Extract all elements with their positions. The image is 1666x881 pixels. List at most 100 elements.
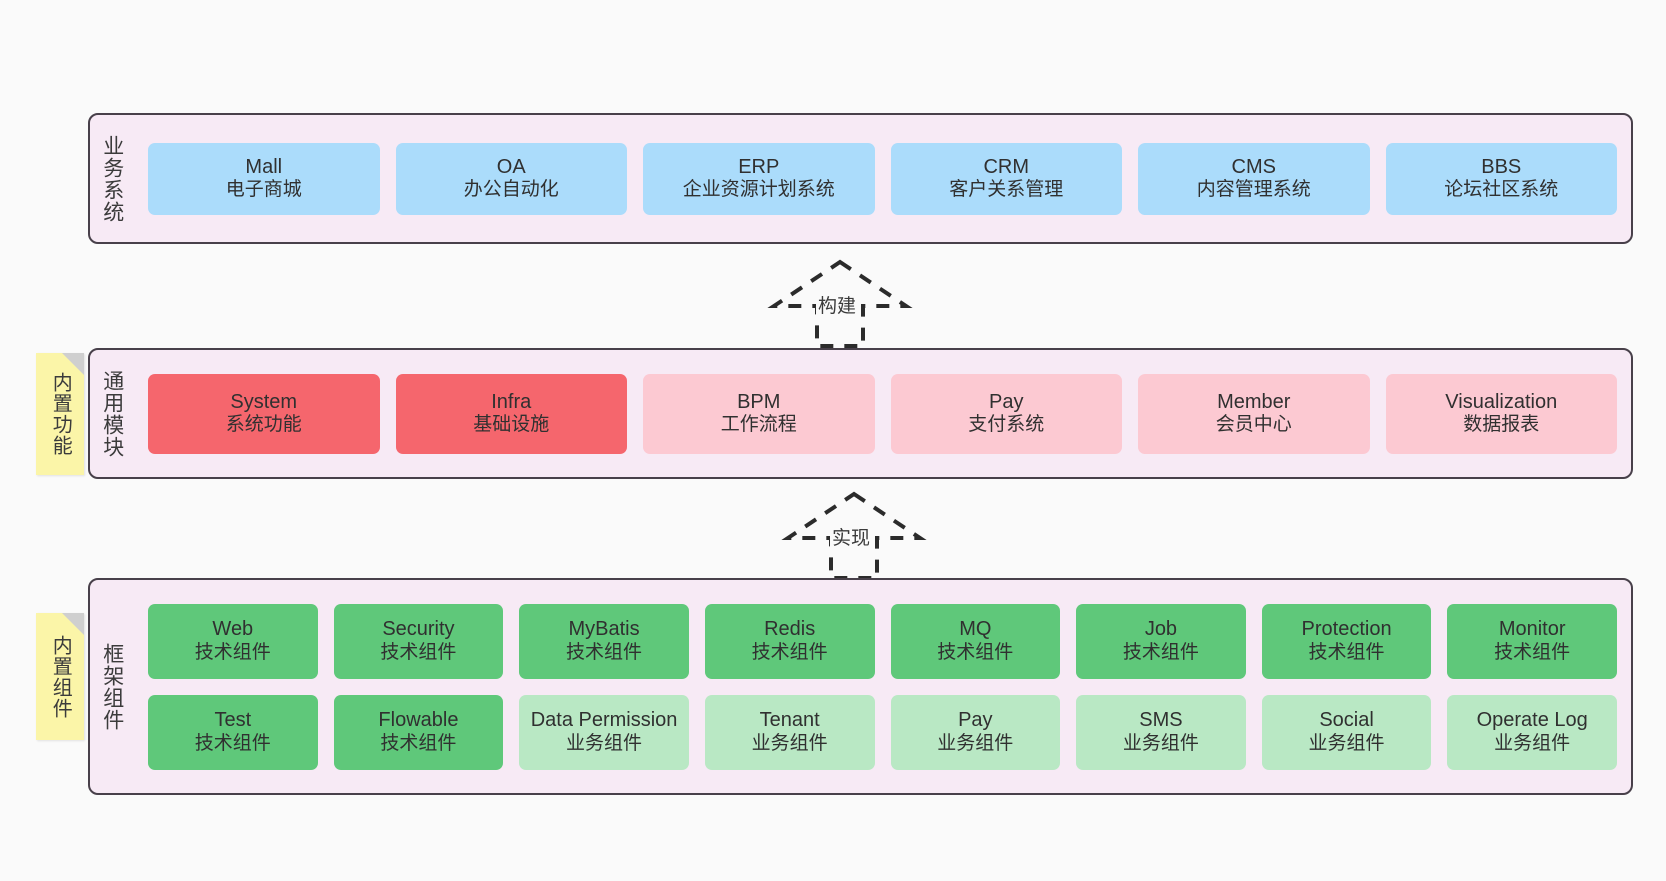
folded-corner-icon [62,353,84,375]
card-row: Test 技术组件 Flowable 技术组件 Data Permission … [148,694,1617,770]
card-title: System [230,390,298,413]
card-mq[interactable]: MQ 技术组件 [890,603,1061,679]
card-title: Web [212,618,254,640]
connector-implement: 实现 [766,490,942,580]
card-title: Protection [1301,618,1392,640]
connector-build: 构建 [752,258,928,348]
card-subtitle: 技术组件 [194,641,271,663]
card-subtitle: 客户关系管理 [949,179,1064,201]
card-erp[interactable]: ERP 企业资源计划系统 [643,142,875,215]
card-redis[interactable]: Redis 技术组件 [704,603,875,679]
card-title: Operate Log [1476,709,1588,731]
card-subtitle: 论坛社区系统 [1444,179,1559,201]
card-subtitle: 会员中心 [1215,414,1292,436]
card-subtitle: 技术组件 [1308,641,1385,663]
card-cms[interactable]: CMS 内容管理系统 [1138,142,1370,215]
card-subtitle: 技术组件 [937,641,1014,663]
card-subtitle: 基础设施 [473,414,550,436]
card-infra[interactable]: Infra 基础设施 [395,373,627,454]
card-subtitle: 企业资源计划系统 [682,179,835,201]
card-social[interactable]: Social 业务组件 [1261,694,1432,770]
card-subtitle: 业务组件 [566,732,643,754]
card-bpm[interactable]: BPM 工作流程 [643,373,875,454]
card-subtitle: 业务组件 [751,732,828,754]
card-subtitle: 办公自动化 [463,179,559,201]
card-row: Mall 电子商城 OA 办公自动化 ERP 企业资源计划系统 CRM 客户关系… [148,142,1617,215]
card-subtitle: 技术组件 [1122,641,1199,663]
card-title: BPM [737,390,781,413]
card-flowable[interactable]: Flowable 技术组件 [333,694,504,770]
card-subtitle: 业务组件 [1308,732,1385,754]
card-title: SMS [1139,709,1183,731]
card-row: System 系统功能 Infra 基础设施 BPM 工作流程 Pay 支付系统… [148,373,1617,454]
card-title: Redis [764,618,816,640]
card-subtitle: 技术组件 [751,641,828,663]
card-title: Test [214,709,252,731]
card-tenant[interactable]: Tenant 业务组件 [704,694,875,770]
card-title: Visualization [1445,390,1558,413]
card-subtitle: 电子商城 [225,179,302,201]
card-title: Member [1217,390,1291,413]
card-data-permission[interactable]: Data Permission 业务组件 [519,694,689,770]
card-title: Job [1144,618,1178,640]
layer-body-business: Mall 电子商城 OA 办公自动化 ERP 企业资源计划系统 CRM 客户关系… [134,115,1631,242]
card-crm[interactable]: CRM 客户关系管理 [890,142,1122,215]
folded-corner-icon [62,613,84,635]
card-title: Tenant [759,709,820,731]
card-pay-module[interactable]: Pay 支付系统 [890,373,1122,454]
layer-label-frame: 框架组件 [100,642,124,731]
card-subtitle: 系统功能 [225,414,302,436]
card-title: Data Permission [530,709,678,731]
connector-label-build: 构建 [816,291,859,318]
layer-body-common: System 系统功能 Infra 基础设施 BPM 工作流程 Pay 支付系统… [134,350,1631,477]
card-subtitle: 内容管理系统 [1196,179,1311,201]
sticky-note-label: 内置组件 [49,634,72,719]
card-title: Monitor [1498,618,1566,640]
card-title: ERP [738,155,780,178]
card-bbs[interactable]: BBS 论坛社区系统 [1385,142,1617,215]
sticky-note-builtin-components: 内置组件 [36,613,84,740]
card-title: Mall [245,155,283,178]
card-subtitle: 工作流程 [720,414,797,436]
sticky-note-builtin-features: 内置功能 [36,353,84,475]
card-operate-log[interactable]: Operate Log 业务组件 [1447,694,1617,770]
card-subtitle: 技术组件 [1494,641,1571,663]
card-subtitle: 业务组件 [1122,732,1199,754]
card-subtitle: 技术组件 [380,732,457,754]
sticky-note-label: 内置功能 [49,372,72,456]
card-mybatis[interactable]: MyBatis 技术组件 [519,603,689,679]
card-oa[interactable]: OA 办公自动化 [395,142,627,215]
card-title: MQ [959,618,992,640]
layer-body-frame: Web 技术组件 Security 技术组件 MyBatis 技术组件 Redi… [134,580,1631,793]
layer-label-business: 业务系统 [100,134,124,223]
card-subtitle: 业务组件 [937,732,1014,754]
card-job[interactable]: Job 技术组件 [1076,603,1246,679]
card-pay-component[interactable]: Pay 业务组件 [890,694,1061,770]
card-test[interactable]: Test 技术组件 [148,694,318,770]
card-member[interactable]: Member 会员中心 [1138,373,1370,454]
card-protection[interactable]: Protection 技术组件 [1261,603,1432,679]
layer-framework-components: 框架组件 Web 技术组件 Security 技术组件 MyBatis 技术组件… [88,578,1633,795]
card-title: Social [1319,709,1374,731]
card-visualization[interactable]: Visualization 数据报表 [1385,373,1617,454]
connector-label-implement: 实现 [830,523,873,550]
card-title: Pay [958,709,993,731]
card-subtitle: 技术组件 [380,641,457,663]
card-monitor[interactable]: Monitor 技术组件 [1447,603,1617,679]
card-title: OA [496,155,526,178]
card-web[interactable]: Web 技术组件 [148,603,318,679]
card-subtitle: 支付系统 [968,414,1045,436]
card-subtitle: 技术组件 [194,732,271,754]
card-title: CMS [1231,155,1276,178]
layer-business-systems: 业务系统 Mall 电子商城 OA 办公自动化 ERP 企业资源计划系统 CRM… [88,113,1633,244]
card-title: Flowable [378,709,459,731]
card-system[interactable]: System 系统功能 [148,373,380,454]
card-security[interactable]: Security 技术组件 [333,603,504,679]
card-mall[interactable]: Mall 电子商城 [148,142,380,215]
card-subtitle: 数据报表 [1463,414,1540,436]
card-sms[interactable]: SMS 业务组件 [1076,694,1246,770]
layer-label-common: 通用模块 [100,369,124,458]
card-title: CRM [983,155,1030,178]
card-title: BBS [1481,155,1522,178]
